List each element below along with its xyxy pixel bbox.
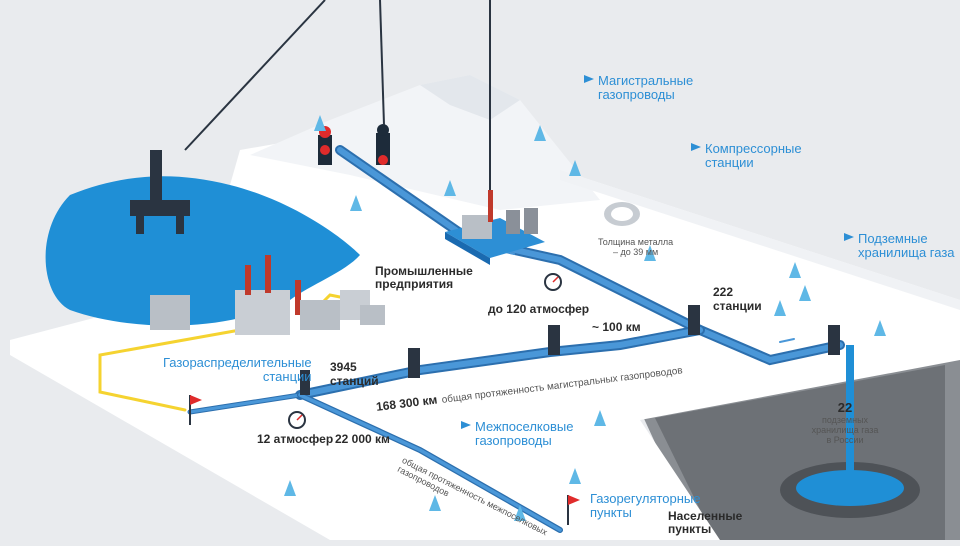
label-line: предприятия <box>375 277 454 291</box>
label-line: Подземные <box>858 231 928 246</box>
storage-count-value: 22 <box>837 400 853 415</box>
label-line: газопроводы <box>475 433 552 448</box>
offshore-platform-icon <box>130 0 326 234</box>
label-line: Газораспределительные <box>163 355 312 370</box>
pipe-section-icon <box>604 202 640 226</box>
sea <box>45 176 360 326</box>
label-line: хранилища газа <box>858 245 955 260</box>
label-line: – до 39 мм <box>613 247 659 257</box>
compressor-station-icon <box>445 190 545 265</box>
pressure-120-label: до 120 атмосфер <box>488 302 590 316</box>
factory-icon <box>150 255 385 335</box>
intersettlement-length-value: 22 000 км <box>335 432 390 446</box>
label-line: Газорегуляторные <box>590 491 701 506</box>
label-line: хранилища газа <box>811 425 879 435</box>
intersettlement-pipelines-label: Межпоселковые газопроводы <box>460 419 574 448</box>
label-line: Толщина металла <box>598 237 674 247</box>
storage-well-icon <box>846 345 854 485</box>
pump-station-icon <box>300 305 840 395</box>
stations-222-label: 222 станции <box>713 285 762 313</box>
label-line: пункты <box>590 505 632 520</box>
label-line: пункты <box>668 522 712 536</box>
compressor-stations-label: Компрессорные станции <box>691 141 802 170</box>
storage-count-label: 22 подземных хранилища газа в России <box>800 400 890 445</box>
label-line: станции <box>262 369 312 384</box>
trunk-pipelines-label: Магистральные газопроводы <box>583 73 694 102</box>
gas-regulation-points-label: Газорегуляторные пункты <box>590 492 701 520</box>
label-line: Населенные <box>668 509 743 523</box>
industrial-enterprises-label: Промышленные предприятия <box>375 265 473 291</box>
label-line: Межпоселковые <box>475 419 574 434</box>
pointer-line <box>379 0 385 126</box>
distance-100-label: ~ 100 км <box>592 320 641 334</box>
label-line: подземных <box>821 415 869 425</box>
gas-distribution-stations-label: Газораспределительные станции <box>163 356 312 384</box>
tree-icon <box>284 115 886 521</box>
red-flag-icon <box>189 395 580 525</box>
pressure-12-label: 12 атмосфер <box>257 432 334 446</box>
label-line: станции <box>705 155 754 170</box>
label-line: Промышленные <box>375 264 473 278</box>
label-line: в России <box>826 435 864 445</box>
settlements-label: Населенные пункты <box>668 510 742 536</box>
pressure-gauge-icon <box>288 273 562 429</box>
snow-mountain <box>250 75 600 210</box>
label-line: Компрессорные <box>705 141 802 156</box>
label-line: Магистральные <box>598 73 694 88</box>
metal-thickness-label: Толщина металла – до 39 мм <box>598 237 673 257</box>
stations-3945-label: 3945 станций <box>330 360 379 388</box>
valve-icon <box>318 124 390 165</box>
label-line: газопроводы <box>598 87 675 102</box>
label-line: 222 <box>713 285 734 299</box>
terrain <box>10 75 960 540</box>
label-line: станций <box>330 374 379 388</box>
label-line: 3945 <box>330 360 357 374</box>
label-line: станции <box>713 299 762 313</box>
underground-storage-label: Подземные хранилища газа <box>844 231 955 260</box>
